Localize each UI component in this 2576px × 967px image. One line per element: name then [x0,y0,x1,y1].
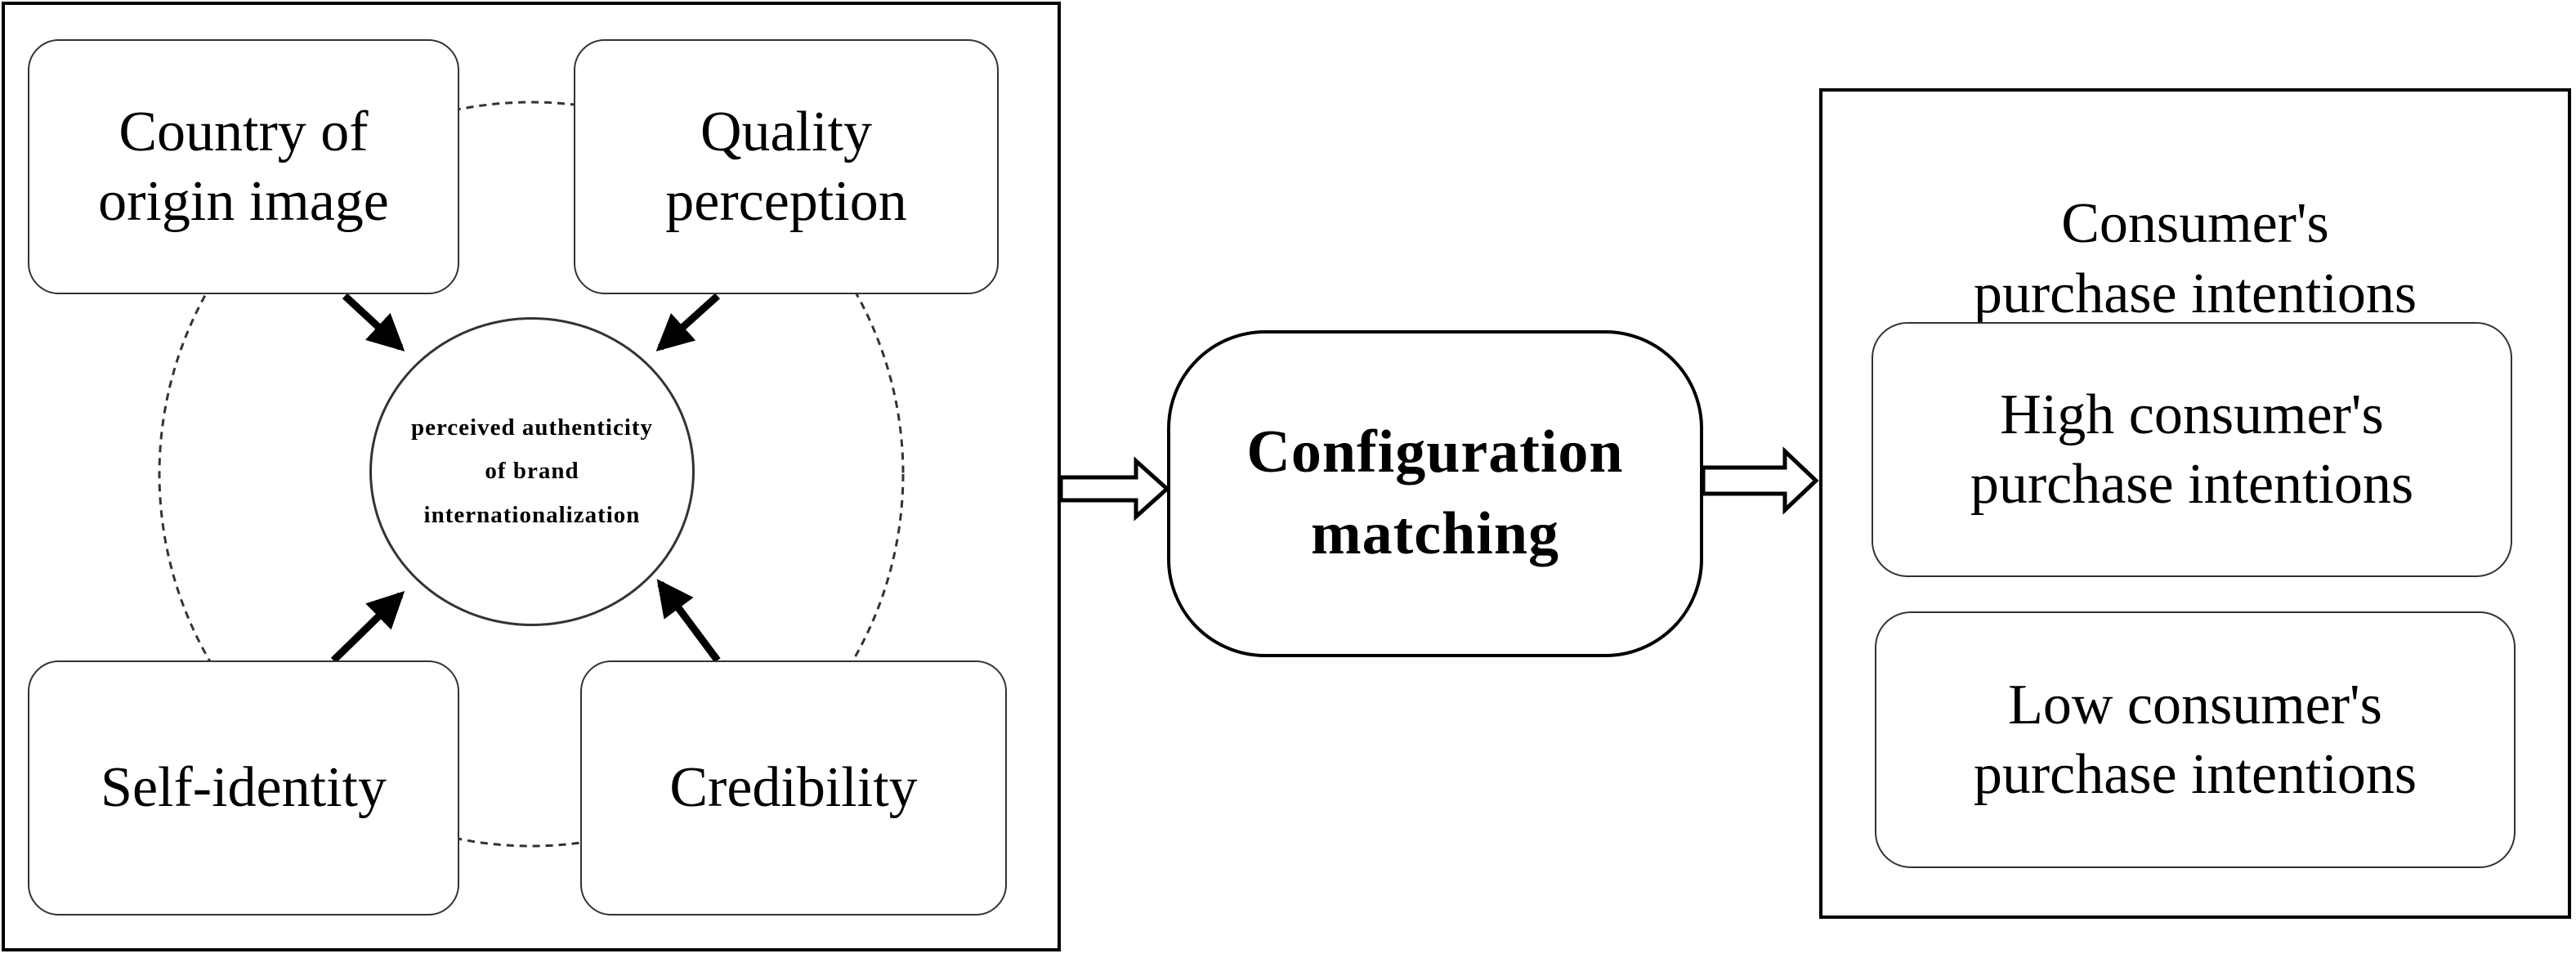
configuration-matching-node: Configuration matching [1167,330,1703,657]
outcome-low-label: Low consumer's purchase intentions [1973,673,2417,806]
factor-self-identity-label: Self-identity [101,756,387,820]
arrow-selfidentity-to-center [330,590,405,664]
outcome-low-intentions: Low consumer's purchase intentions [1875,611,2516,868]
configuration-matching-label: Configuration matching [1246,419,1624,567]
factor-quality-label: Quality perception [665,100,907,233]
factor-quality-perception: Quality perception [574,39,999,294]
hollow-arrow-to-configuration [1058,456,1170,522]
factor-country-of-origin-image: Country of origin image [28,39,459,294]
outcome-panel-header-label: Consumer's purchase intentions [1973,192,2417,325]
center-label: perceived authenticity of brand internat… [410,414,654,528]
outcome-high-intentions: High consumer's purchase intentions [1872,322,2512,577]
center-perceived-authenticity: perceived authenticity of brand internat… [369,317,695,626]
right-panel-frame [1819,88,2571,919]
factor-credibility: Credibility [580,660,1007,916]
arrow-credibility-to-center [656,579,721,663]
dashed-ring [158,101,905,848]
factor-country-of-origin-label: Country of origin image [98,100,389,233]
factor-self-identity: Self-identity [28,660,459,916]
factor-credibility-label: Credibility [669,756,918,820]
outcome-panel-header: Consumer's purchase intentions [1824,119,2566,329]
arrow-country-to-center [342,293,405,351]
arrow-quality-to-center [655,293,721,351]
outcome-high-label: High consumer's purchase intentions [1970,383,2414,516]
hollow-arrow-to-outcomes [1701,446,1819,515]
